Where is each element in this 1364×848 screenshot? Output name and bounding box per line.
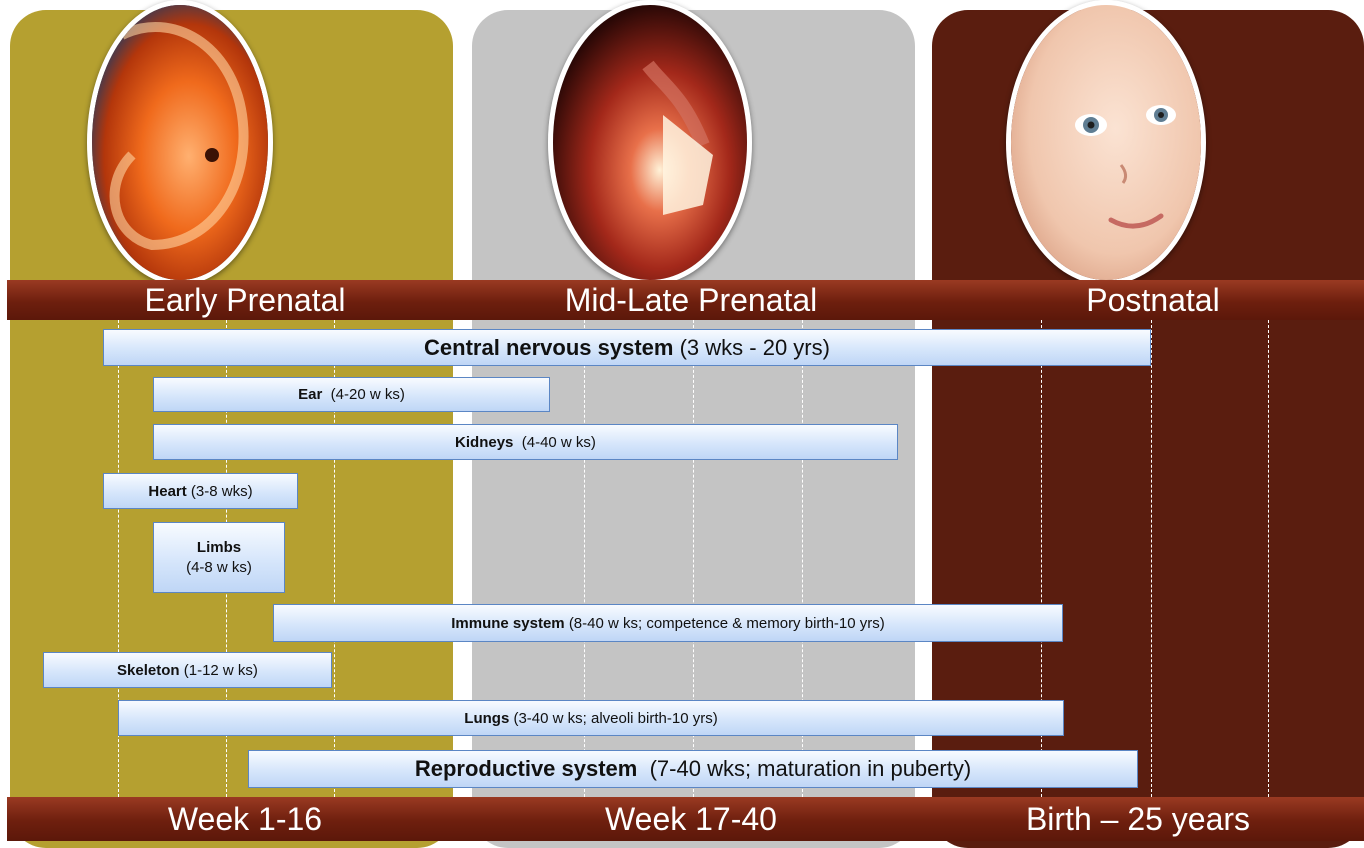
period-title-band: Early Prenatal Mid-Late Prenatal Postnat… — [7, 280, 1364, 320]
gridline — [1151, 320, 1152, 797]
embryo-photo — [87, 0, 273, 285]
early-prenatal-title: Early Prenatal — [145, 280, 346, 320]
cns-bar: Central nervous system (3 wks - 20 yrs) — [103, 329, 1151, 366]
mid-late-prenatal-range: Week 17-40 — [605, 797, 777, 841]
lungs-bar: Lungs (3-40 w ks; alveoli birth-10 yrs) — [118, 700, 1064, 736]
postnatal-title: Postnatal — [1086, 280, 1219, 320]
immune-system-bar: Immune system (8-40 w ks; competence & m… — [273, 604, 1063, 642]
fetus-photo — [548, 0, 752, 285]
early-prenatal-range: Week 1-16 — [168, 797, 322, 841]
heart-bar: Heart (3-8 wks) — [103, 473, 298, 509]
skeleton-bar: Skeleton (1-12 w ks) — [43, 652, 332, 688]
postnatal-range: Birth – 25 years — [1026, 797, 1250, 841]
baby-photo — [1006, 0, 1206, 285]
period-range-band: Week 1-16 Week 17-40 Birth – 25 years — [7, 797, 1364, 841]
reproductive-system-bar: Reproductive system (7-40 wks; maturatio… — [248, 750, 1138, 788]
limbs-bar: Limbs(4-8 w ks) — [153, 522, 285, 593]
gridline — [1268, 320, 1269, 797]
ear-bar: Ear (4-20 w ks) — [153, 377, 550, 412]
mid-late-prenatal-title: Mid-Late Prenatal — [565, 280, 818, 320]
kidneys-bar: Kidneys (4-40 w ks) — [153, 424, 898, 460]
